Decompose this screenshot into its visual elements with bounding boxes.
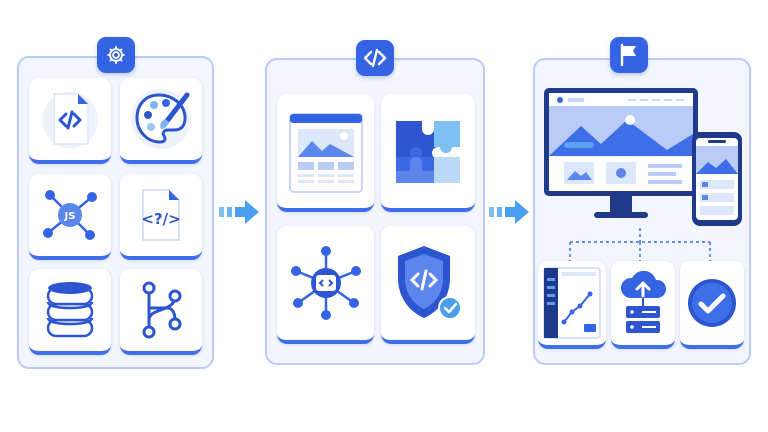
cloud-server-card xyxy=(611,261,675,349)
cloud-upload-server-icon xyxy=(620,270,667,333)
build-badge xyxy=(356,40,394,76)
git-branch-icon xyxy=(142,281,182,339)
flow-arrow-1 xyxy=(219,200,259,224)
deploy-badge xyxy=(610,37,648,73)
analytics-dashboard-card xyxy=(538,261,606,349)
gear-icon xyxy=(107,46,125,64)
database-card xyxy=(29,269,111,355)
secure-code-card xyxy=(381,226,475,344)
flow-arrow-2 xyxy=(489,200,529,224)
puzzle-card xyxy=(381,94,475,212)
puzzle-icon xyxy=(396,121,460,183)
markup-label: <?/> xyxy=(141,210,180,228)
api-network-card xyxy=(277,226,374,344)
flag-icon xyxy=(620,43,636,67)
success-check-card xyxy=(680,261,744,349)
check-circle-icon xyxy=(688,279,736,327)
git-branch-card xyxy=(120,269,202,355)
dashed-connectors xyxy=(569,228,711,262)
js-network-icon: JS xyxy=(43,190,97,240)
webpage-layout-card xyxy=(277,94,374,212)
dev-badge xyxy=(97,37,135,73)
analytics-dashboard-icon xyxy=(543,267,601,339)
markup-file-icon: <?/> xyxy=(141,189,181,241)
api-network-icon xyxy=(290,246,361,320)
responsive-devices-illustration xyxy=(544,88,742,226)
js-label: JS xyxy=(64,211,76,222)
palette-brush-icon xyxy=(131,89,191,149)
js-network-card: JS xyxy=(29,174,111,260)
palette-card xyxy=(120,78,202,164)
webpage-layout-icon xyxy=(288,113,363,193)
code-brackets-icon xyxy=(363,48,387,68)
code-file-icon xyxy=(42,92,98,148)
code-file-card xyxy=(29,78,111,164)
shield-code-icon xyxy=(398,246,462,320)
markup-file-card: <?/> xyxy=(120,174,202,260)
database-icon xyxy=(46,282,94,338)
